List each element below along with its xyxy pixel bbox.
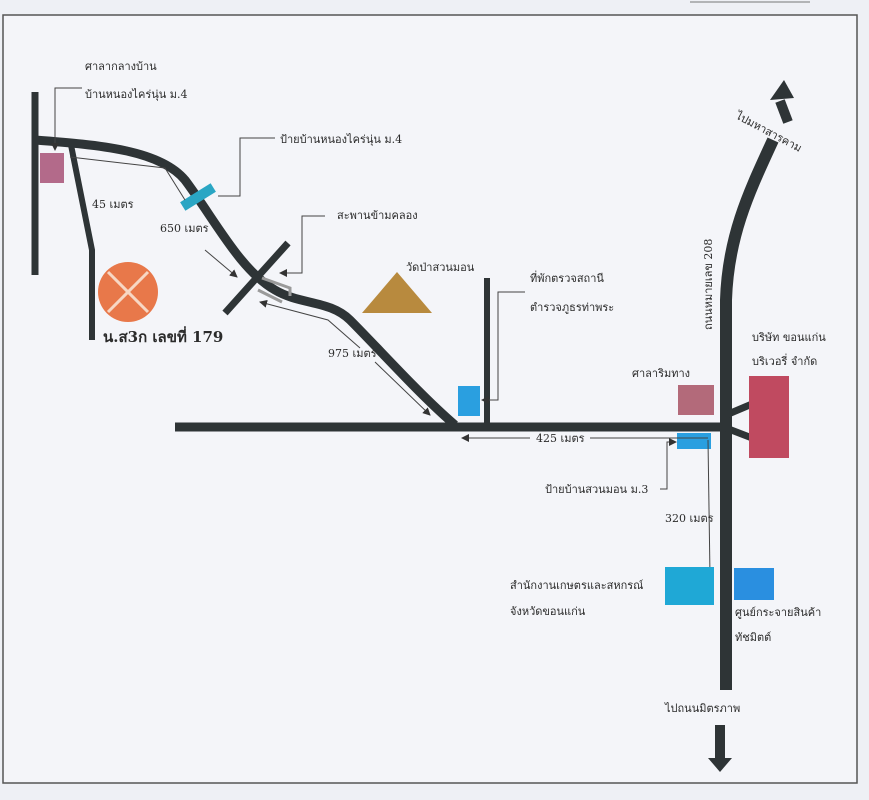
distance-45m: 45 เมตร [92, 198, 134, 211]
distribution-center-label-1: ศูนย์กระจายสินค้า [735, 606, 821, 619]
distance-650m: 650 เมตร [160, 222, 209, 235]
roadside-pavilion-label: ศาลาริมทาง [632, 367, 690, 380]
bridge-shape [257, 276, 292, 304]
road-winding [34, 135, 458, 429]
village-hall-marker [40, 153, 64, 183]
distance-975m-line [259, 299, 361, 349]
temple-marker [362, 272, 432, 313]
road-brewery-spur-1 [724, 400, 754, 419]
brewery-label-1: บริษัท ขอนแก่น [752, 331, 826, 344]
roadside-pavilion-marker [678, 385, 714, 415]
agri-office-label-1: สำนักงานเกษตรและสหกรณ์ [510, 579, 643, 592]
village-hall-label-1: ศาลากลางบ้าน [85, 60, 157, 73]
south-destination-label: ไปถนนมิตรภาพ [664, 702, 740, 715]
distance-650m-line [69, 156, 186, 201]
brewery-marker [749, 376, 789, 458]
village-sign-3-label: ป้ายบ้านสวนมอน ม.3 [545, 483, 648, 496]
highway-label: ถนนหมายเลข 208 [702, 239, 715, 330]
distance-650m-arrow [204, 249, 238, 278]
police-substation-leader [481, 291, 525, 404]
village-sign-4-label: ป้ายบ้านหนองไคร่นุ่น ม.4 [280, 133, 402, 146]
village-hall-label-2: บ้านหนองไคร่นุ่น ม.4 [85, 88, 188, 101]
brewery-label-2: บริเวอรี่ จำกัด [752, 353, 817, 368]
village-sign-4-marker [180, 183, 216, 211]
police-substation-marker [458, 386, 480, 416]
agri-office-marker [665, 567, 714, 605]
distance-320m-line [705, 439, 714, 577]
road-branch-45m [67, 139, 95, 340]
village-hall-leader [51, 87, 82, 151]
north-arrow-icon [770, 80, 794, 124]
distance-975m: 975 เมตร [328, 347, 377, 360]
distribution-center-marker [734, 568, 774, 600]
village-sign-3-marker [677, 433, 711, 449]
distance-975m-arrow [374, 361, 431, 416]
road-brewery-spur-2 [724, 424, 754, 442]
canal-bridge-label: สะพานข้ามคลอง [337, 209, 418, 222]
bridge-road-a [222, 240, 291, 316]
distance-425m: 425 เมตร [536, 432, 585, 445]
origin-label: น.ส3ก เลขที่ 179 [103, 326, 223, 346]
distance-320m: 320 เมตร [665, 512, 714, 525]
village-sign-4-leader [218, 137, 275, 197]
agri-office-label-2: จังหวัดขอนแก่น [510, 605, 586, 618]
origin-marker-icon [98, 262, 158, 322]
canal-bridge-leader [279, 215, 325, 277]
south-arrow-icon [708, 725, 732, 772]
police-substation-label-1: ที่พักตรวจสถานี [530, 270, 604, 285]
distribution-center-label-2: ทัชมิตต์ [735, 631, 771, 644]
highway-208 [720, 137, 779, 690]
police-substation-label-2: ตำรวจภูธรท่าพระ [530, 301, 614, 314]
village-sign-3-leader [660, 438, 677, 490]
temple-label: วัดป่าสวนมอน [406, 261, 475, 274]
